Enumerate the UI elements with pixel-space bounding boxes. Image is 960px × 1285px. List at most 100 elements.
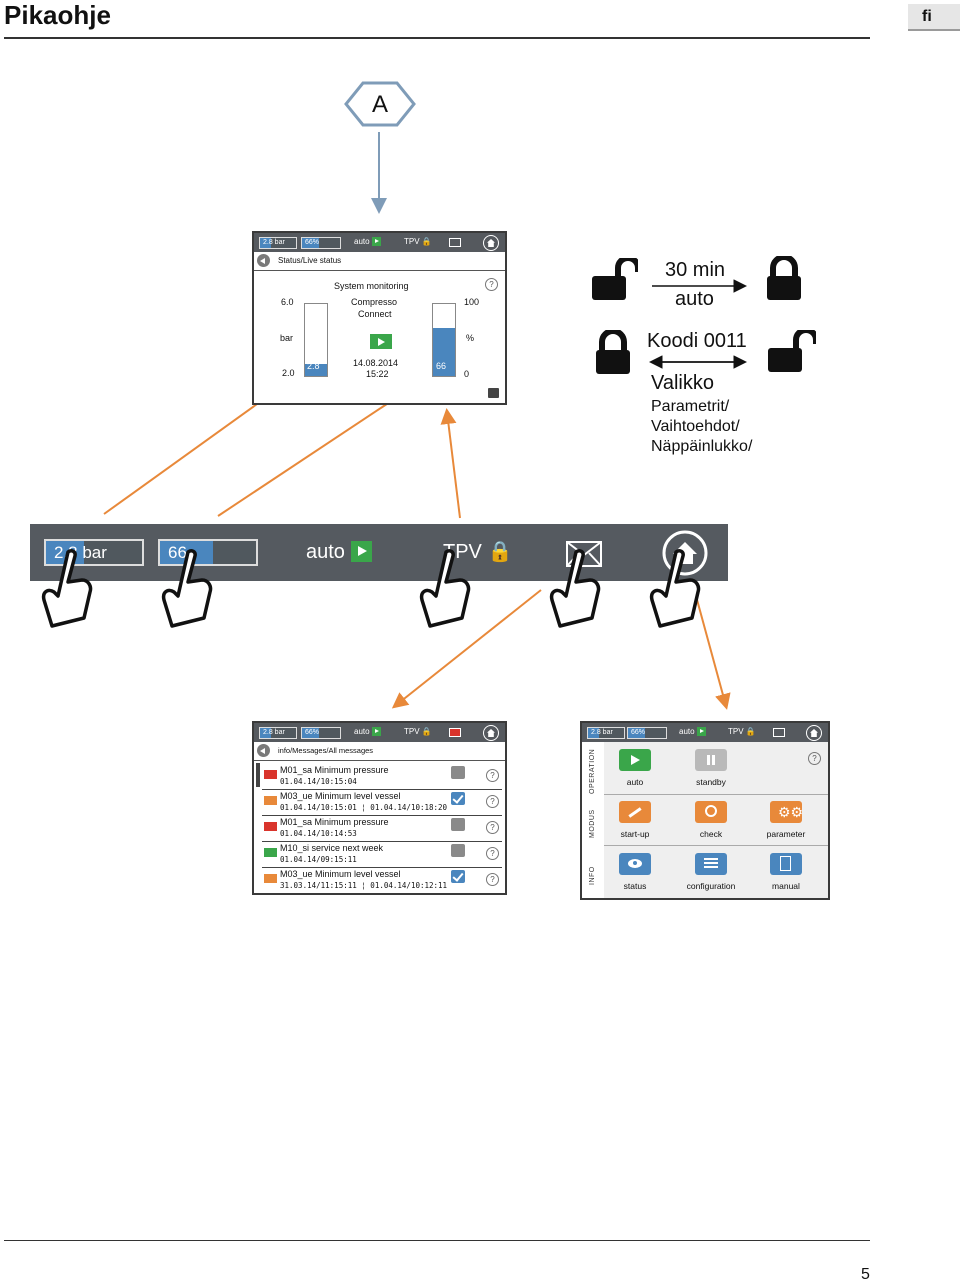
document-icon xyxy=(780,856,791,871)
pressure-value: 2.8 xyxy=(307,361,320,371)
start-up-label: start-up xyxy=(620,829,650,839)
pressure-gauge xyxy=(304,303,328,377)
current-date: 14.08.2014 xyxy=(353,358,399,368)
configuration-button[interactable] xyxy=(695,853,727,875)
acknowledge-checkbox[interactable] xyxy=(451,844,465,857)
acknowledge-checkbox[interactable] xyxy=(451,792,465,805)
home-icon[interactable] xyxy=(483,725,499,741)
level-pill-large[interactable]: 66 xyxy=(158,539,258,566)
mode-indicator[interactable]: auto xyxy=(354,727,381,737)
check-button[interactable] xyxy=(695,801,727,823)
pressure-pill[interactable]: 2.8 bar xyxy=(587,727,625,739)
zoomed-status-bar: 2.8 bar 66 auto TPV 🔒 xyxy=(30,524,728,581)
menu-path: Parametrit/ Vaihtoehdot/ Näppäinlukko/ xyxy=(651,397,752,457)
help-icon[interactable]: ? xyxy=(486,821,499,834)
help-icon[interactable]: ? xyxy=(808,752,821,765)
breadcrumb: Status/Live status xyxy=(254,252,505,271)
pressure-pill[interactable]: 2.8 bar xyxy=(259,727,297,739)
envelope-icon xyxy=(264,848,277,857)
list-item[interactable]: M01_sa Minimum pressure 01.04.14/10:14:5… xyxy=(262,815,502,842)
menu-title: Valikko xyxy=(651,372,714,394)
message-date: 01.04.14/10:15:01 ¦ 01.04.14/10:18:20 xyxy=(280,803,448,812)
message-date: 01.04.14/10:15:04 xyxy=(280,777,357,786)
configuration-label: configuration xyxy=(686,881,736,891)
marker-label-a: A xyxy=(372,91,389,118)
help-icon[interactable]: ? xyxy=(485,278,498,291)
envelope-icon xyxy=(264,822,277,831)
lock-timeout: 30 min xyxy=(665,259,726,281)
envelope-icon xyxy=(264,770,277,779)
parameter-label: parameter xyxy=(766,829,806,839)
pressure-pill-large[interactable]: 2.8 bar xyxy=(44,539,144,566)
list-item[interactable]: M03_ue Minimum level vessel 31.03.14/11:… xyxy=(262,867,502,893)
header-rule xyxy=(4,37,870,39)
back-icon[interactable] xyxy=(257,254,270,267)
magnifier-icon xyxy=(705,805,717,817)
auto-button[interactable] xyxy=(619,749,651,771)
level-max: 100 xyxy=(464,297,480,307)
manual-label: manual xyxy=(772,881,800,891)
hand-pointer-icon xyxy=(419,549,471,628)
acknowledge-checkbox[interactable] xyxy=(451,818,465,831)
start-up-button[interactable] xyxy=(619,801,651,823)
mail-icon[interactable] xyxy=(773,728,785,737)
monitoring-heading: System monitoring xyxy=(334,281,409,291)
envelope-icon xyxy=(264,796,277,805)
level-pill[interactable]: 66% xyxy=(301,237,341,249)
home-icon[interactable] xyxy=(806,725,822,741)
mode-indicator-large[interactable]: auto xyxy=(306,540,372,564)
pressure-unit: bar xyxy=(280,333,294,343)
start-button[interactable] xyxy=(370,334,392,349)
manual-button[interactable] xyxy=(770,853,802,875)
level-pill[interactable]: 66% xyxy=(301,727,341,739)
acknowledge-checkbox[interactable] xyxy=(451,766,465,779)
tpv-lock-indicator[interactable]: TPV 🔒 xyxy=(728,727,756,736)
help-icon[interactable]: ? xyxy=(486,847,499,860)
standby-button[interactable] xyxy=(695,749,727,771)
status-button[interactable] xyxy=(619,853,651,875)
hand-pointer-icon xyxy=(161,549,213,628)
scrollbar[interactable] xyxy=(256,763,260,787)
product-name: Compresso xyxy=(351,297,398,307)
mail-alert-icon[interactable] xyxy=(449,728,461,737)
help-icon[interactable]: ? xyxy=(486,769,499,782)
lock-mode: auto xyxy=(675,288,714,310)
tpv-lock-indicator[interactable]: TPV 🔒 xyxy=(404,727,432,736)
level-unit: % xyxy=(466,333,475,343)
hand-pointer-icon xyxy=(649,549,701,628)
locked-padlock-icon-2 xyxy=(596,330,630,374)
lock-icon[interactable] xyxy=(488,388,499,398)
current-time: 15:22 xyxy=(366,369,389,379)
page-number: 5 xyxy=(861,1266,870,1283)
mode-indicator[interactable]: auto xyxy=(354,237,381,247)
parameter-button[interactable]: ⚙⚙ xyxy=(770,801,804,823)
message-title: M10_si service next week xyxy=(280,843,384,853)
home-icon[interactable] xyxy=(483,235,499,251)
menu-path-item: Vaihtoehdot/ xyxy=(651,418,740,435)
list-item[interactable]: M10_si service next week 01.04.14/09:15:… xyxy=(262,841,502,868)
tpv-lock-indicator[interactable]: TPV 🔒 xyxy=(404,237,432,246)
message-date: 01.04.14/10:14:53 xyxy=(280,829,357,838)
divider xyxy=(604,794,828,795)
gears-icon: ⚙⚙ xyxy=(778,804,804,820)
play-icon xyxy=(371,237,381,247)
help-icon[interactable]: ? xyxy=(486,795,499,808)
menu-toolbar: 2.8 bar 66% auto TPV 🔒 xyxy=(582,723,828,742)
help-icon[interactable]: ? xyxy=(486,873,499,886)
mode-indicator[interactable]: auto xyxy=(679,727,706,737)
level-gauge xyxy=(432,303,456,377)
envelope-icon xyxy=(264,874,277,883)
standby-label: standby xyxy=(696,777,726,787)
back-icon[interactable] xyxy=(257,744,270,757)
acknowledge-checkbox[interactable] xyxy=(451,870,465,883)
mail-icon[interactable] xyxy=(449,238,461,247)
list-item[interactable]: M03_ue Minimum level vessel 01.04.14/10:… xyxy=(262,789,502,816)
pressure-pill[interactable]: 2.8 bar xyxy=(259,237,297,249)
list-item[interactable]: M01_sa Minimum pressure 01.04.14/10:15:0… xyxy=(262,763,502,790)
menu-path-item: Näppäinlukko/ xyxy=(651,438,753,455)
hexagon-marker xyxy=(344,81,416,127)
auto-label: auto xyxy=(626,777,644,787)
level-pill[interactable]: 66% xyxy=(627,727,667,739)
play-icon xyxy=(350,540,372,562)
